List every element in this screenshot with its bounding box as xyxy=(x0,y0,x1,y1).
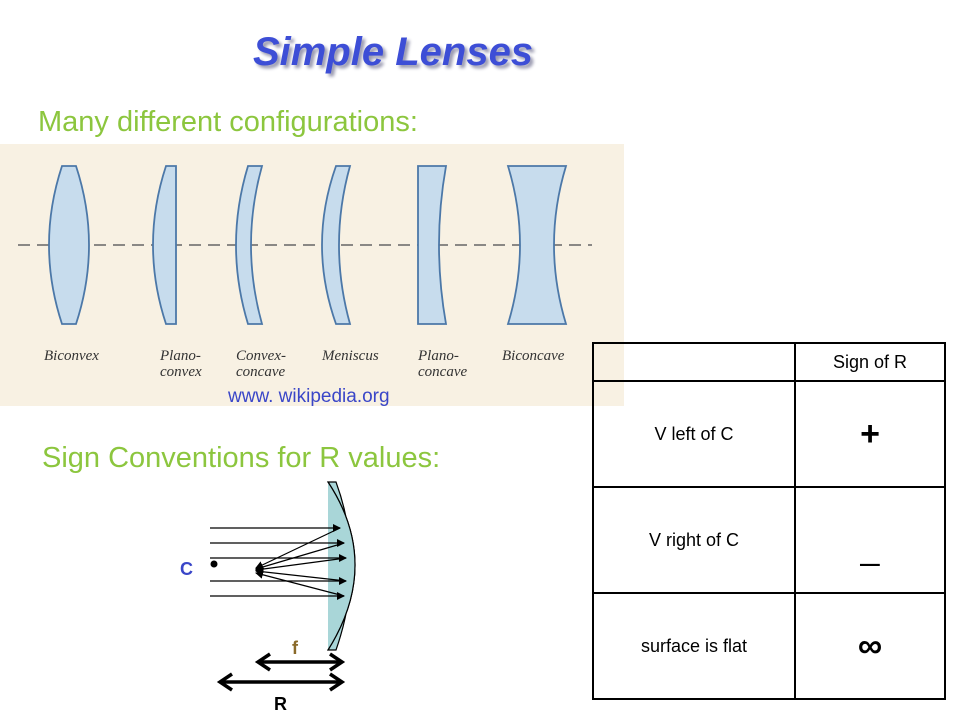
table-header-row: Sign of R xyxy=(592,342,946,382)
lens-label-plano-convex-2: convex xyxy=(160,364,202,380)
lens-label-convex-concave-2: concave xyxy=(236,364,285,380)
lens-meniscus xyxy=(321,165,352,325)
source-credit: www. wikipedia.org xyxy=(228,386,390,407)
center-of-curvature-dot xyxy=(210,560,218,568)
sign-conventions-subtitle: Sign Conventions for R values: xyxy=(42,442,441,474)
lens-label-plano-concave-1: Plano- xyxy=(417,348,459,364)
slide-title: Simple Lenses xyxy=(252,30,534,74)
lens-plano-convex xyxy=(152,165,177,325)
condition-cell: V left of C xyxy=(592,380,796,488)
lens-shapes-svg: Biconvex Plano- convex Convex- concave M… xyxy=(18,165,592,380)
mirror-back-surface xyxy=(327,481,356,651)
sign-cell: _ xyxy=(794,486,946,594)
header-cell-empty xyxy=(592,342,796,382)
table-row: V right of C _ xyxy=(592,486,946,594)
reflected-rays xyxy=(255,527,347,597)
lens-plano-concave xyxy=(417,165,448,325)
sign-convention-diagram: C f R xyxy=(170,478,380,719)
focal-length-label: f xyxy=(292,638,299,658)
condition-cell: surface is flat xyxy=(592,592,796,700)
sign-of-r-table: Sign of R V left of C + V right of C _ s… xyxy=(592,342,946,700)
center-label: C xyxy=(180,559,193,579)
lens-configurations-figure: Biconvex Plano- convex Convex- concave M… xyxy=(0,144,624,406)
ray-diagram-svg: C f R xyxy=(180,481,356,714)
configurations-subtitle: Many different configurations: xyxy=(38,106,418,138)
sign-cell: ∞ xyxy=(794,592,946,700)
lens-label-meniscus: Meniscus xyxy=(321,348,379,364)
lens-biconcave xyxy=(506,165,568,325)
lens-label-biconcave: Biconcave xyxy=(502,348,565,364)
condition-cell: V right of C xyxy=(592,486,796,594)
table-row: V left of C + xyxy=(592,380,946,488)
lens-label-biconvex: Biconvex xyxy=(44,348,99,364)
incident-rays xyxy=(210,524,347,600)
header-cell-sign: Sign of R xyxy=(794,342,946,382)
lens-label-plano-concave-2: concave xyxy=(418,364,467,380)
table-row: surface is flat ∞ xyxy=(592,592,946,700)
lens-convex-concave xyxy=(235,165,264,325)
radius-label: R xyxy=(274,694,287,714)
lens-label-plano-convex-1: Plano- xyxy=(159,348,201,364)
lens-label-convex-concave-1: Convex- xyxy=(236,348,286,364)
sign-cell: + xyxy=(794,380,946,488)
lens-biconvex xyxy=(48,165,90,325)
